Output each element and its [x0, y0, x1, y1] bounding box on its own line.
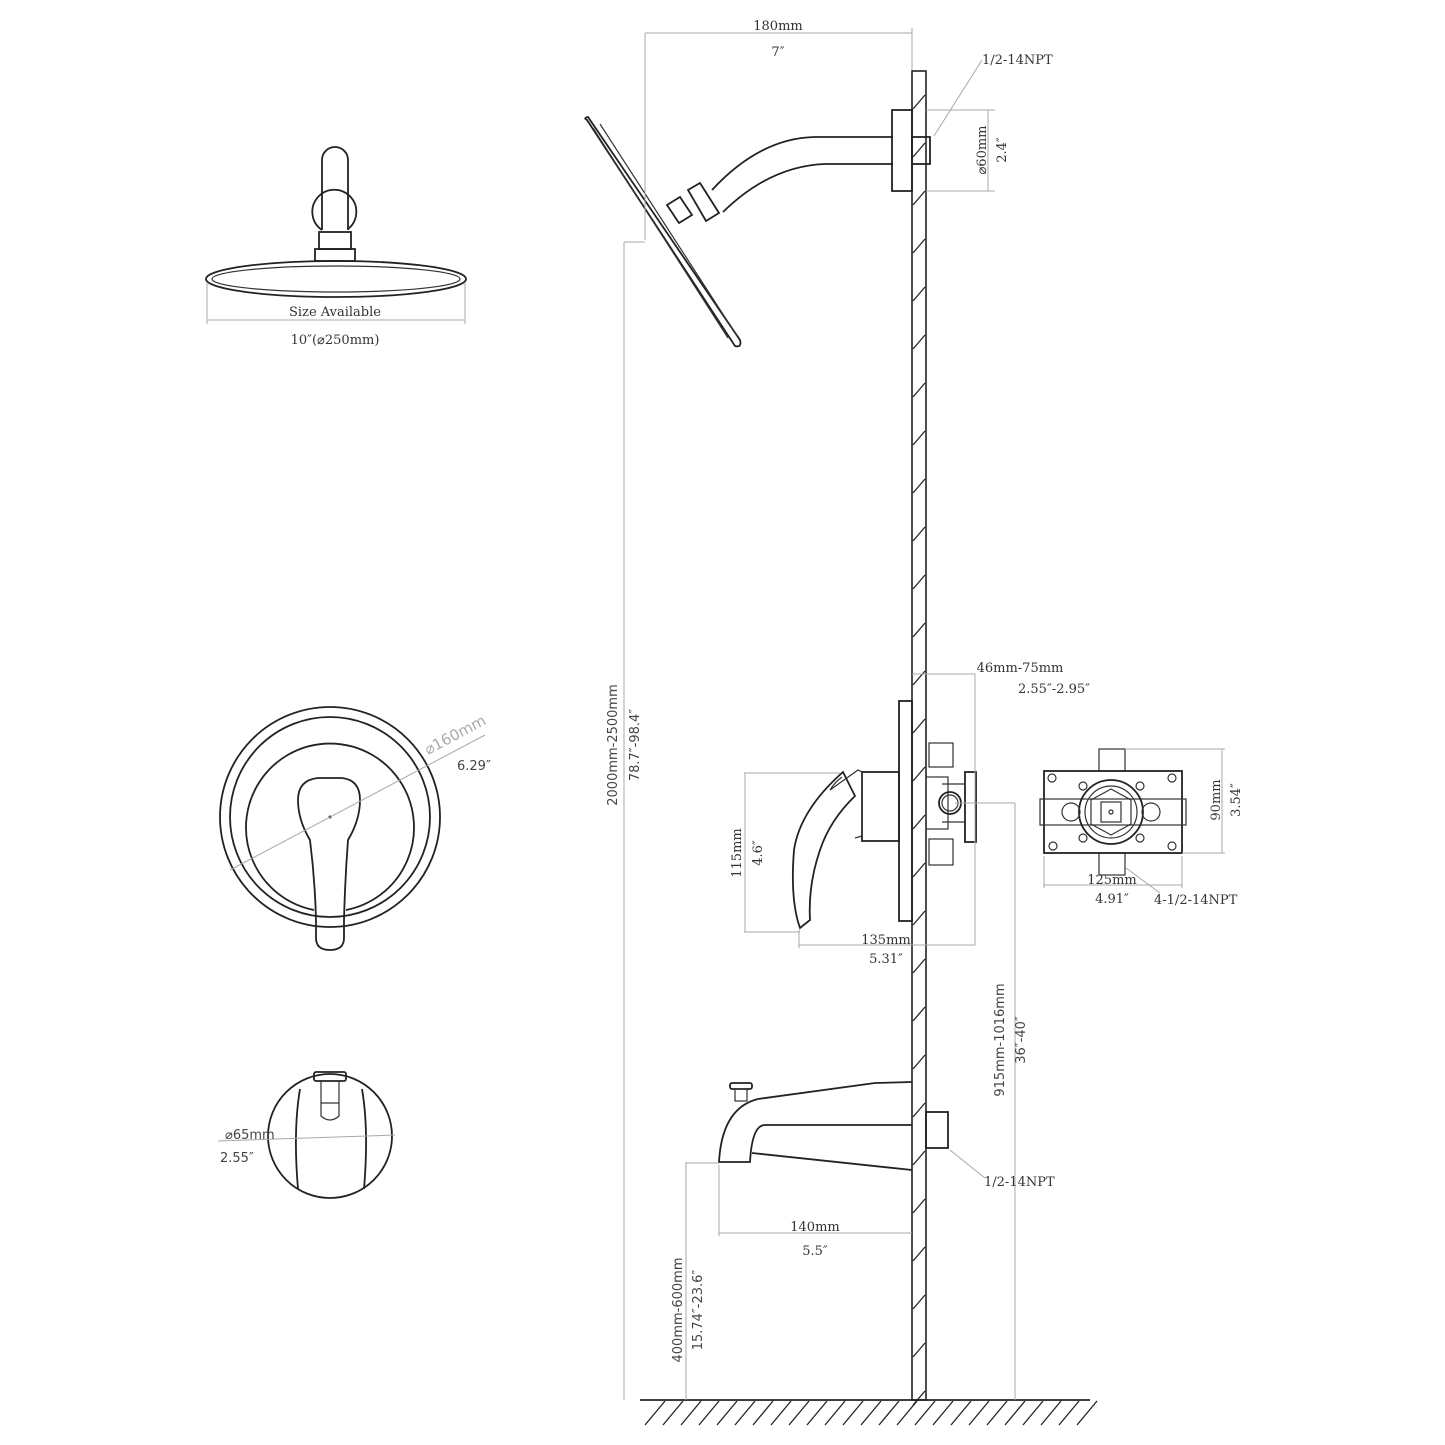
- overall-height-mm: 2000mm-2500mm: [606, 684, 621, 806]
- arm-reach-mm: 180mm: [753, 19, 802, 34]
- wall-depth-mm: 46mm-75mm: [977, 661, 1064, 676]
- handle-reach-mm: 135mm: [861, 933, 910, 948]
- valve-body-width-in: 4.91″: [1095, 892, 1129, 907]
- spout-height-in: 15.74″-23.6″: [691, 1270, 706, 1351]
- showerhead-thread-label: 1/2-14NPT: [982, 53, 1053, 68]
- valve-body-width-mm: 125mm: [1087, 873, 1136, 888]
- floor-line: [640, 1399, 1098, 1426]
- spout-reach-mm: 140mm: [790, 1220, 839, 1235]
- spout-height-mm: 400mm-600mm: [671, 1258, 686, 1363]
- showerhead-diameter-label: 10″(⌀250mm): [291, 333, 380, 348]
- spout-thread-label: 1/2-14NPT: [984, 1175, 1055, 1190]
- spout-side-view: [685, 1081, 986, 1400]
- valve-body-thread: 4-1/2-14NPT: [1154, 893, 1238, 908]
- valve-body-height-in: 3.54″: [1229, 783, 1244, 817]
- wall-section: [911, 70, 927, 1406]
- valve-side-view: [744, 673, 1016, 1400]
- overall-height-in: 78.7″-98.4″: [628, 709, 643, 781]
- trim-diameter-mm: ⌀160mm: [421, 711, 489, 758]
- flange-diameter-in: 2.4″: [995, 137, 1010, 163]
- wall-depth-in: 2.55″-2.95″: [1018, 682, 1090, 697]
- handle-trim-front-view: [219, 706, 486, 951]
- flange-diameter-mm: ⌀60mm: [975, 125, 990, 174]
- handle-height-in: 4.6″: [751, 840, 766, 866]
- spout-diameter-mm-value: ⌀65mm: [225, 1128, 275, 1143]
- spout-front-view: [217, 1071, 396, 1199]
- size-available-label: Size Available: [289, 305, 381, 320]
- handle-reach-in: 5.31″: [869, 952, 903, 967]
- valve-body-height-mm: 90mm: [1209, 779, 1224, 820]
- showerhead-side-view: [584, 28, 995, 1400]
- handle-height-mm: 115mm: [730, 828, 745, 877]
- spout-diameter-in: 2.55″: [220, 1151, 254, 1166]
- valve-height-in: 36″-40″: [1014, 1016, 1029, 1064]
- showerhead-front-view: [205, 146, 467, 324]
- spout-reach-in: 5.5″: [802, 1244, 828, 1259]
- arm-reach-in: 7″: [771, 45, 784, 60]
- trim-diameter-in: 6.29″: [457, 759, 491, 774]
- valve-height-mm: 915mm-1016mm: [993, 983, 1008, 1096]
- valve-body-front-view: [1039, 748, 1225, 894]
